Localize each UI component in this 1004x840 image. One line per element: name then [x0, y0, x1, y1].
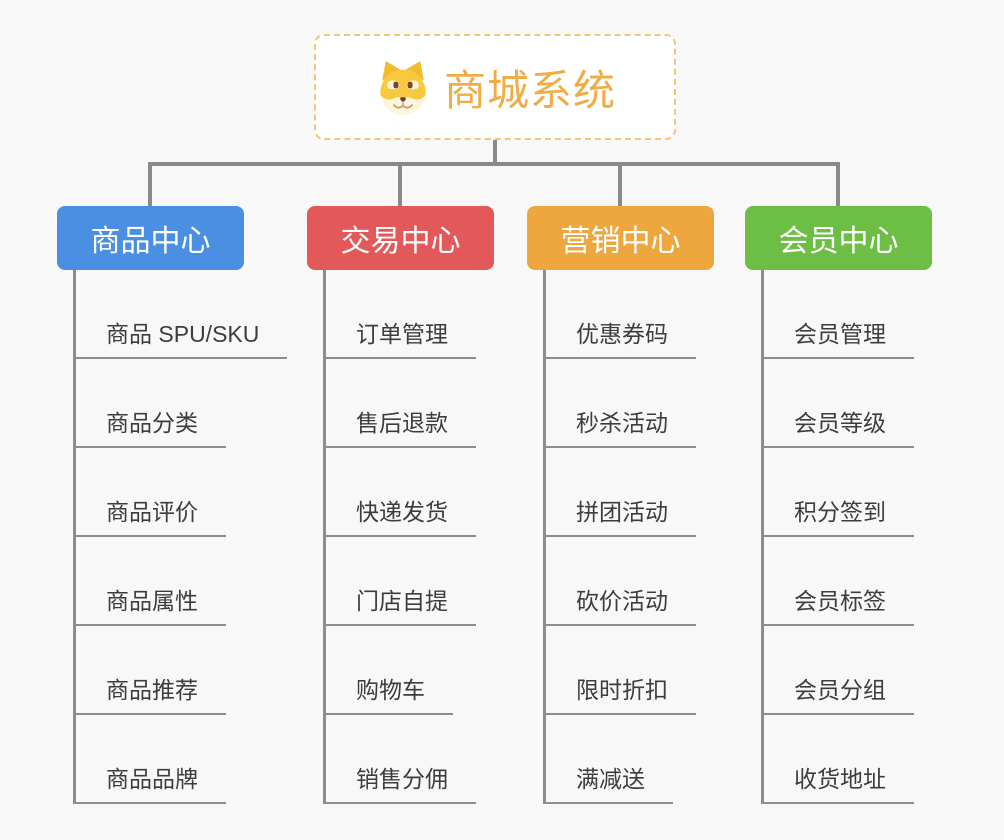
branch-2-leaf-list: 订单管理售后退款快递发货门店自提购物车销售分佣: [323, 270, 476, 804]
branch-4-leaf-list: 会员管理会员等级积分签到会员标签会员分组收货地址: [761, 270, 914, 804]
leaf-node[interactable]: 购物车: [326, 626, 453, 715]
leaf-node[interactable]: 销售分佣: [326, 715, 476, 804]
leaf-node[interactable]: 会员管理: [764, 270, 914, 359]
leaf-node[interactable]: 砍价活动: [546, 537, 696, 626]
leaf-node[interactable]: 积分签到: [764, 448, 914, 537]
leaf-node[interactable]: 优惠券码: [546, 270, 696, 359]
branch-rail-line: [148, 162, 840, 207]
leaf-node[interactable]: 订单管理: [326, 270, 476, 359]
leaf-node[interactable]: 秒杀活动: [546, 359, 696, 448]
leaf-node[interactable]: 满减送: [546, 715, 673, 804]
leaf-node[interactable]: 会员分组: [764, 626, 914, 715]
leaf-node[interactable]: 售后退款: [326, 359, 476, 448]
leaf-node[interactable]: 门店自提: [326, 537, 476, 626]
leaf-node[interactable]: 商品属性: [76, 537, 226, 626]
leaf-node[interactable]: 收货地址: [764, 715, 914, 804]
leaf-node[interactable]: 商品推荐: [76, 626, 226, 715]
leaf-node[interactable]: 商品品牌: [76, 715, 226, 804]
branch-node-1[interactable]: 商品中心: [57, 206, 244, 270]
branch-node-3[interactable]: 营销中心: [527, 206, 714, 270]
branch-3-leaf-list: 优惠券码秒杀活动拼团活动砍价活动限时折扣满减送: [543, 270, 696, 804]
leaf-node[interactable]: 会员标签: [764, 537, 914, 626]
shiba-dog-icon: [380, 61, 426, 116]
leaf-node[interactable]: 商品分类: [76, 359, 226, 448]
leaf-node[interactable]: 会员等级: [764, 359, 914, 448]
branch-node-4[interactable]: 会员中心: [745, 206, 932, 270]
leaf-node[interactable]: 拼团活动: [546, 448, 696, 537]
leaf-node[interactable]: 快递发货: [326, 448, 476, 537]
leaf-node[interactable]: 商品 SPU/SKU: [76, 270, 288, 359]
branch-node-2[interactable]: 交易中心: [307, 206, 494, 270]
root-node-mall-system[interactable]: 商城系统: [314, 34, 676, 140]
shiba-dog-face: [380, 61, 426, 116]
root-title: 商城系统: [443, 66, 616, 114]
leaf-node[interactable]: 限时折扣: [546, 626, 696, 715]
leaf-node[interactable]: 商品评价: [76, 448, 226, 537]
